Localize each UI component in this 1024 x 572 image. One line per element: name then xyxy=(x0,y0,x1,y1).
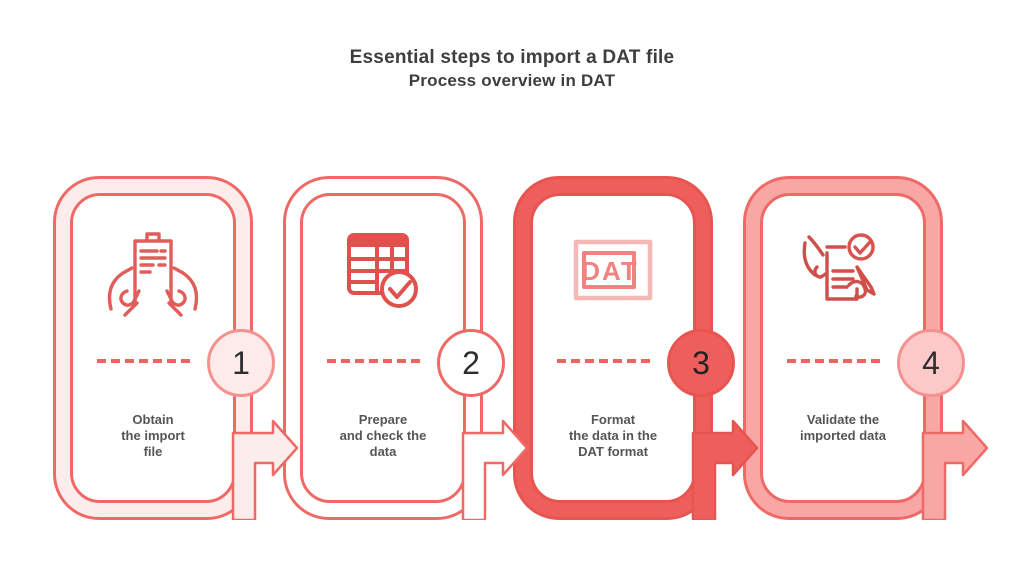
data-table-check-icon xyxy=(333,227,433,319)
arrow-step2-to-step3 xyxy=(461,420,529,520)
step-card-1-panel xyxy=(70,193,236,503)
step-label-line: the import xyxy=(121,428,185,443)
arrow-step1-to-step2 xyxy=(231,420,299,520)
step-card-4-panel xyxy=(760,193,926,503)
dashed-divider xyxy=(787,359,883,363)
diagram-title: Essential steps to import a DAT file Pro… xyxy=(0,46,1024,92)
step-card-2: 2 Prepare and check the data xyxy=(283,176,505,520)
step-label-4: Validate the imported data xyxy=(763,412,923,444)
dashed-divider xyxy=(97,359,193,363)
document-review-check-icon xyxy=(793,227,893,319)
step-number-badge-2: 2 xyxy=(437,329,505,397)
step-label-line: Prepare xyxy=(358,412,408,427)
step-label-line: data xyxy=(369,444,397,459)
step-number-badge-1: 1 xyxy=(207,329,275,397)
step-label-line: Validate the xyxy=(806,412,880,427)
step-label-line: and check the xyxy=(339,428,427,443)
step-label-3: Format the data in the DAT format xyxy=(533,412,693,460)
arrow-step4-exit xyxy=(921,420,989,520)
step-label-line: the data in the xyxy=(568,428,658,443)
dat-icon-text: DAT xyxy=(581,256,639,286)
arrow-step3-to-step4 xyxy=(691,420,759,520)
title-line-1: Essential steps to import a DAT file xyxy=(349,47,675,68)
step-label-line: imported data xyxy=(800,428,886,443)
step-number-badge-4: 4 xyxy=(897,329,965,397)
step-label-2: Prepare and check the data xyxy=(303,412,463,460)
step-label-1: Obtain the import file xyxy=(73,412,233,460)
step-label-line: file xyxy=(143,444,163,459)
step-label-line: Obtain xyxy=(132,412,174,427)
step-label-line: DAT format xyxy=(578,444,648,459)
dashed-divider xyxy=(557,359,653,363)
dat-file-label-icon: DAT xyxy=(563,227,663,319)
step-card-4: 4 Validate the imported data xyxy=(743,176,965,520)
title-line-2: Process overview in DAT xyxy=(408,71,616,90)
step-card-3: DAT 3 Format the data in the DAT format xyxy=(513,176,735,520)
step-card-1: 1 Obtain the import file xyxy=(53,176,275,520)
dashed-divider xyxy=(327,359,423,363)
step-number-badge-3: 3 xyxy=(667,329,735,397)
hands-holding-document-icon xyxy=(103,227,203,319)
step-label-line: Format xyxy=(590,412,636,427)
